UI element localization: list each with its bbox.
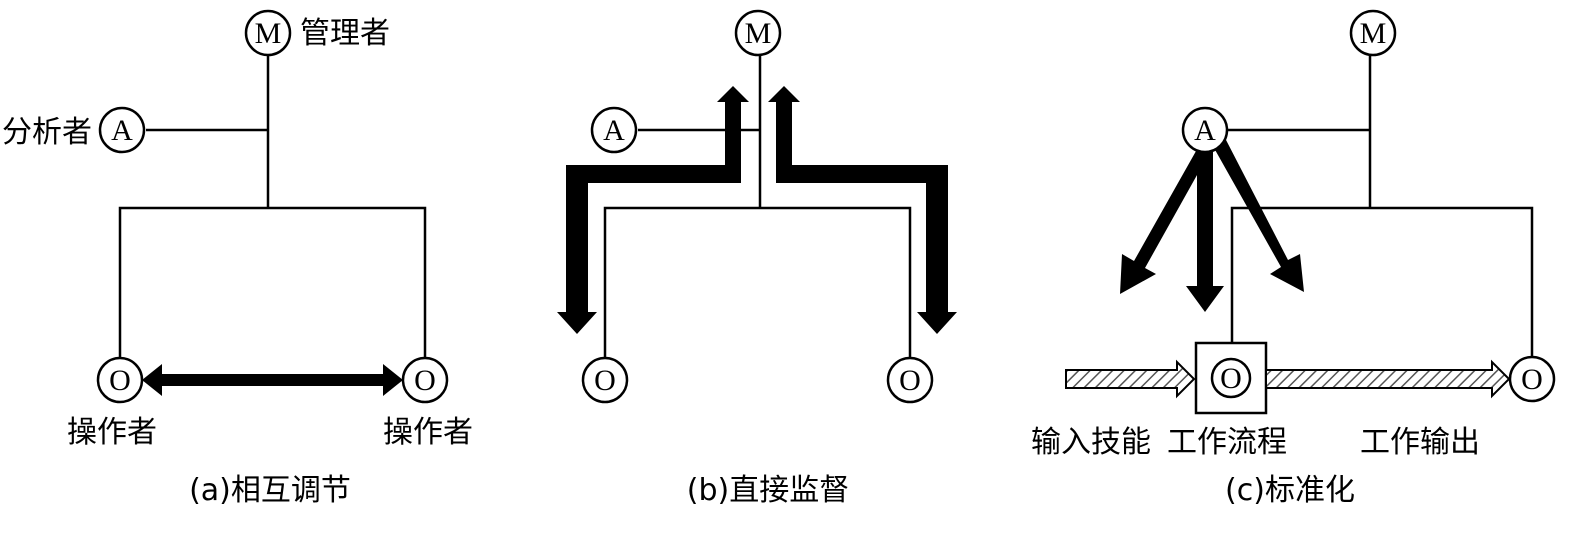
panel-a-manager-letter: M <box>255 17 282 50</box>
panel-c-input-skills-label: 输入技能 <box>1031 425 1151 460</box>
panel-b-caption: (b)直接监督 <box>687 473 849 508</box>
panel-b-operator-right-node <box>886 356 934 404</box>
panel-a-operator-right-letter: O <box>414 364 436 397</box>
panel-a-operator-right-label: 操作者 <box>383 415 473 450</box>
panel-b-left-supervision-arrow <box>557 86 749 334</box>
panel-c-work-process-label: 工作流程 <box>1167 425 1287 460</box>
panel-c-standardization: M A O O 输入技能 工作流程 工作输出 (c)标准化 <box>1031 9 1556 508</box>
panel-c-manager-node <box>1349 9 1397 57</box>
panel-a-caption: (a)相互调节 <box>189 473 351 508</box>
panel-b-manager-node <box>734 9 782 57</box>
panel-c-hierarchy-bracket <box>1230 206 1534 356</box>
panel-c-analyst-arrow-middle <box>1186 150 1224 312</box>
panel-c-analyst-arrow-right <box>1209 138 1304 292</box>
panel-c-work-process-node <box>1210 357 1252 399</box>
panel-b-direct-supervision: M A O O (b)直接监督 <box>557 9 957 508</box>
panel-c-input-skills-arrow <box>1065 359 1196 399</box>
panel-a-operator-left-letter: O <box>109 364 131 397</box>
panel-b-manager-letter: M <box>745 17 772 50</box>
panel-c-caption: (c)标准化 <box>1225 473 1355 508</box>
panel-c-analyst-node <box>1181 106 1229 154</box>
panel-b-right-supervision-arrow <box>768 86 957 334</box>
panel-a-mutual-adjustment: M 管理者 A 分析者 O O 操作者 操作者 (a)相互调节 <box>2 9 473 508</box>
panel-c-manager-letter: M <box>1360 17 1387 50</box>
panel-c-work-output-label: 工作输出 <box>1360 425 1480 460</box>
panel-b-analyst-node <box>590 106 638 154</box>
panel-a-analyst-letter: A <box>111 114 133 147</box>
panel-a-hierarchy-bracket <box>118 206 427 358</box>
panel-a-double-arrow <box>142 364 403 396</box>
panel-b-operator-left-letter: O <box>594 364 616 397</box>
panel-a-analyst-label: 分析者 <box>2 115 92 150</box>
panel-c-operator-right-letter: O <box>1521 363 1543 396</box>
panel-c-analyst-letter: A <box>1194 114 1216 147</box>
panel-c-analyst-arrow-left <box>1120 142 1211 294</box>
panel-c-work-output-arrow <box>1265 359 1511 399</box>
panel-a-manager-label: 管理者 <box>300 16 390 51</box>
panel-b-operator-right-letter: O <box>899 364 921 397</box>
panel-c-work-process-letter: O <box>1220 362 1242 395</box>
panel-a-analyst-node <box>98 106 146 154</box>
panel-a-operator-left-label: 操作者 <box>67 415 157 450</box>
panel-b-hierarchy-bracket <box>603 206 912 358</box>
panel-b-analyst-letter: A <box>603 114 625 147</box>
panel-b-operator-left-node <box>581 356 629 404</box>
panel-a-manager-node <box>244 9 292 57</box>
panel-c-operator-right-node <box>1508 355 1556 403</box>
